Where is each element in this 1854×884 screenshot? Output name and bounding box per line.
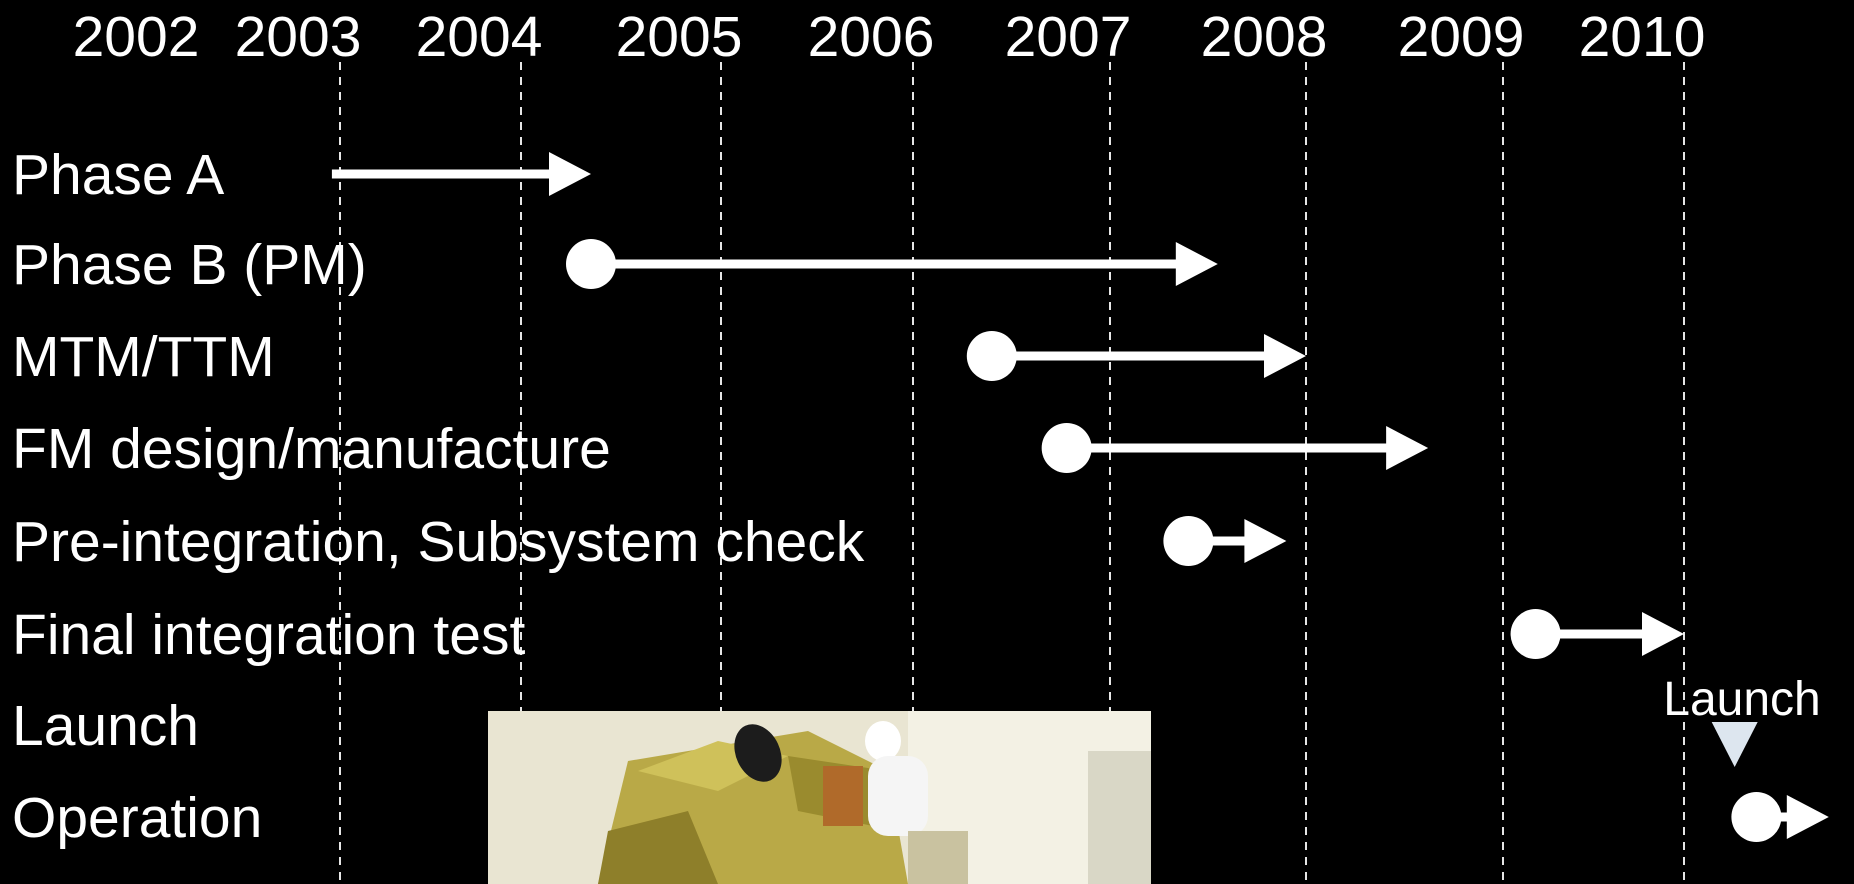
phase-bar <box>566 239 1218 289</box>
year-label-2005: 2005 <box>616 5 743 69</box>
phase-bar <box>1163 516 1287 566</box>
phase-bar <box>966 331 1306 381</box>
phase-label: Pre-integration, Subsystem check <box>12 510 865 574</box>
year-label-2004: 2004 <box>416 5 543 69</box>
phase-label: Final integration test <box>12 603 525 667</box>
phase-labels: Phase A Phase B (PM) MTM/TTM FM design/manu… <box>12 143 865 850</box>
phase-bar <box>1731 792 1829 842</box>
phase-label: Phase B (PM) <box>12 233 367 297</box>
year-label-2008: 2008 <box>1201 5 1328 69</box>
phase-label: Launch <box>12 694 199 758</box>
year-axis: 2002 2003 2004 2005 2006 2007 2008 2009 2010 <box>73 5 1706 69</box>
year-label-2009: 2009 <box>1398 5 1525 69</box>
year-label-2007: 2007 <box>1005 5 1132 69</box>
launch-milestone-marker <box>1711 722 1758 767</box>
year-label-2002: 2002 <box>73 5 200 69</box>
phase-label: FM design/manufacture <box>12 417 611 481</box>
launch-callout-label: Launch <box>1663 673 1820 726</box>
year-label-2003: 2003 <box>235 5 362 69</box>
phase-bar <box>1510 609 1684 659</box>
phase-label: Phase A <box>12 143 224 207</box>
phase-label: Operation <box>12 786 262 850</box>
year-label-2010: 2010 <box>1579 5 1706 69</box>
satellite-photo <box>488 711 1151 884</box>
phase-bars <box>331 152 1829 842</box>
phase-label: MTM/TTM <box>12 325 275 389</box>
phase-bar <box>1041 423 1429 473</box>
phase-bar <box>331 152 591 196</box>
year-label-2006: 2006 <box>808 5 935 69</box>
year-grid-lines <box>339 62 1685 884</box>
